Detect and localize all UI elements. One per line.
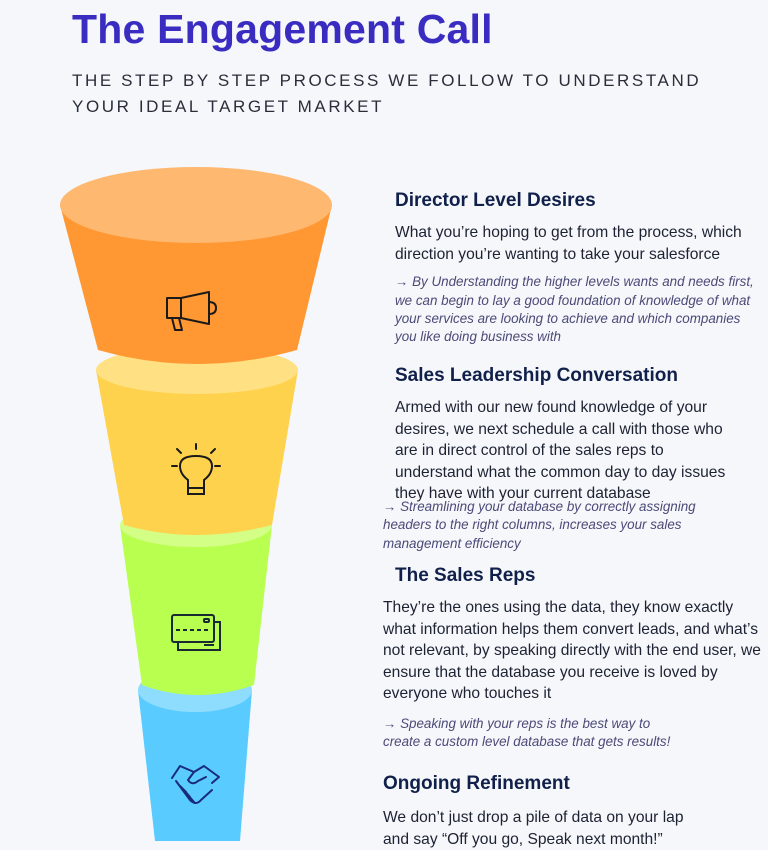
stage-4-section: Ongoing Refinement We don’t just drop a … (383, 773, 743, 850)
funnel-stage-2 (96, 346, 298, 535)
stage-body: They’re the ones using the data, they kn… (383, 599, 761, 703)
stage-note: → Speaking with your reps is the best wa… (383, 715, 671, 750)
stage-heading: Sales Leadership Conversation (395, 365, 678, 386)
megaphone-icon (166, 291, 217, 331)
stage-note: → Streamlining your database by correctl… (383, 499, 696, 551)
funnel-stage-1 (60, 167, 332, 364)
stage-heading: Ongoing Refinement (383, 773, 570, 794)
handshake-icon (171, 765, 220, 804)
page-subtitle: THE STEP BY STEP PROCESS WE FOLLOW TO UN… (72, 71, 702, 116)
lightbulb-icon (171, 443, 221, 495)
stage-body: What you’re hoping to get from the proce… (395, 224, 742, 263)
stage-body: Armed with our new found knowledge of yo… (395, 399, 726, 503)
stage-2-note-block: → Streamlining your database by correctl… (383, 498, 713, 553)
funnel-diagram (60, 167, 332, 841)
credit-cards-icon (171, 614, 221, 651)
stage-note: → By Understanding the higher levels wan… (395, 274, 754, 345)
stage-3-section: The Sales Reps They’re the ones using th… (383, 565, 763, 752)
page-title: The Engagement Call (72, 6, 493, 52)
stage-body: We don’t just drop a pile of data on you… (383, 809, 684, 848)
stage-2-section: Sales Leadership Conversation Armed with… (395, 365, 745, 505)
stage-heading: The Sales Reps (395, 565, 536, 586)
stage-1-section: Director Level Desires What you’re hopin… (395, 190, 765, 347)
stage-heading: Director Level Desires (395, 190, 596, 211)
